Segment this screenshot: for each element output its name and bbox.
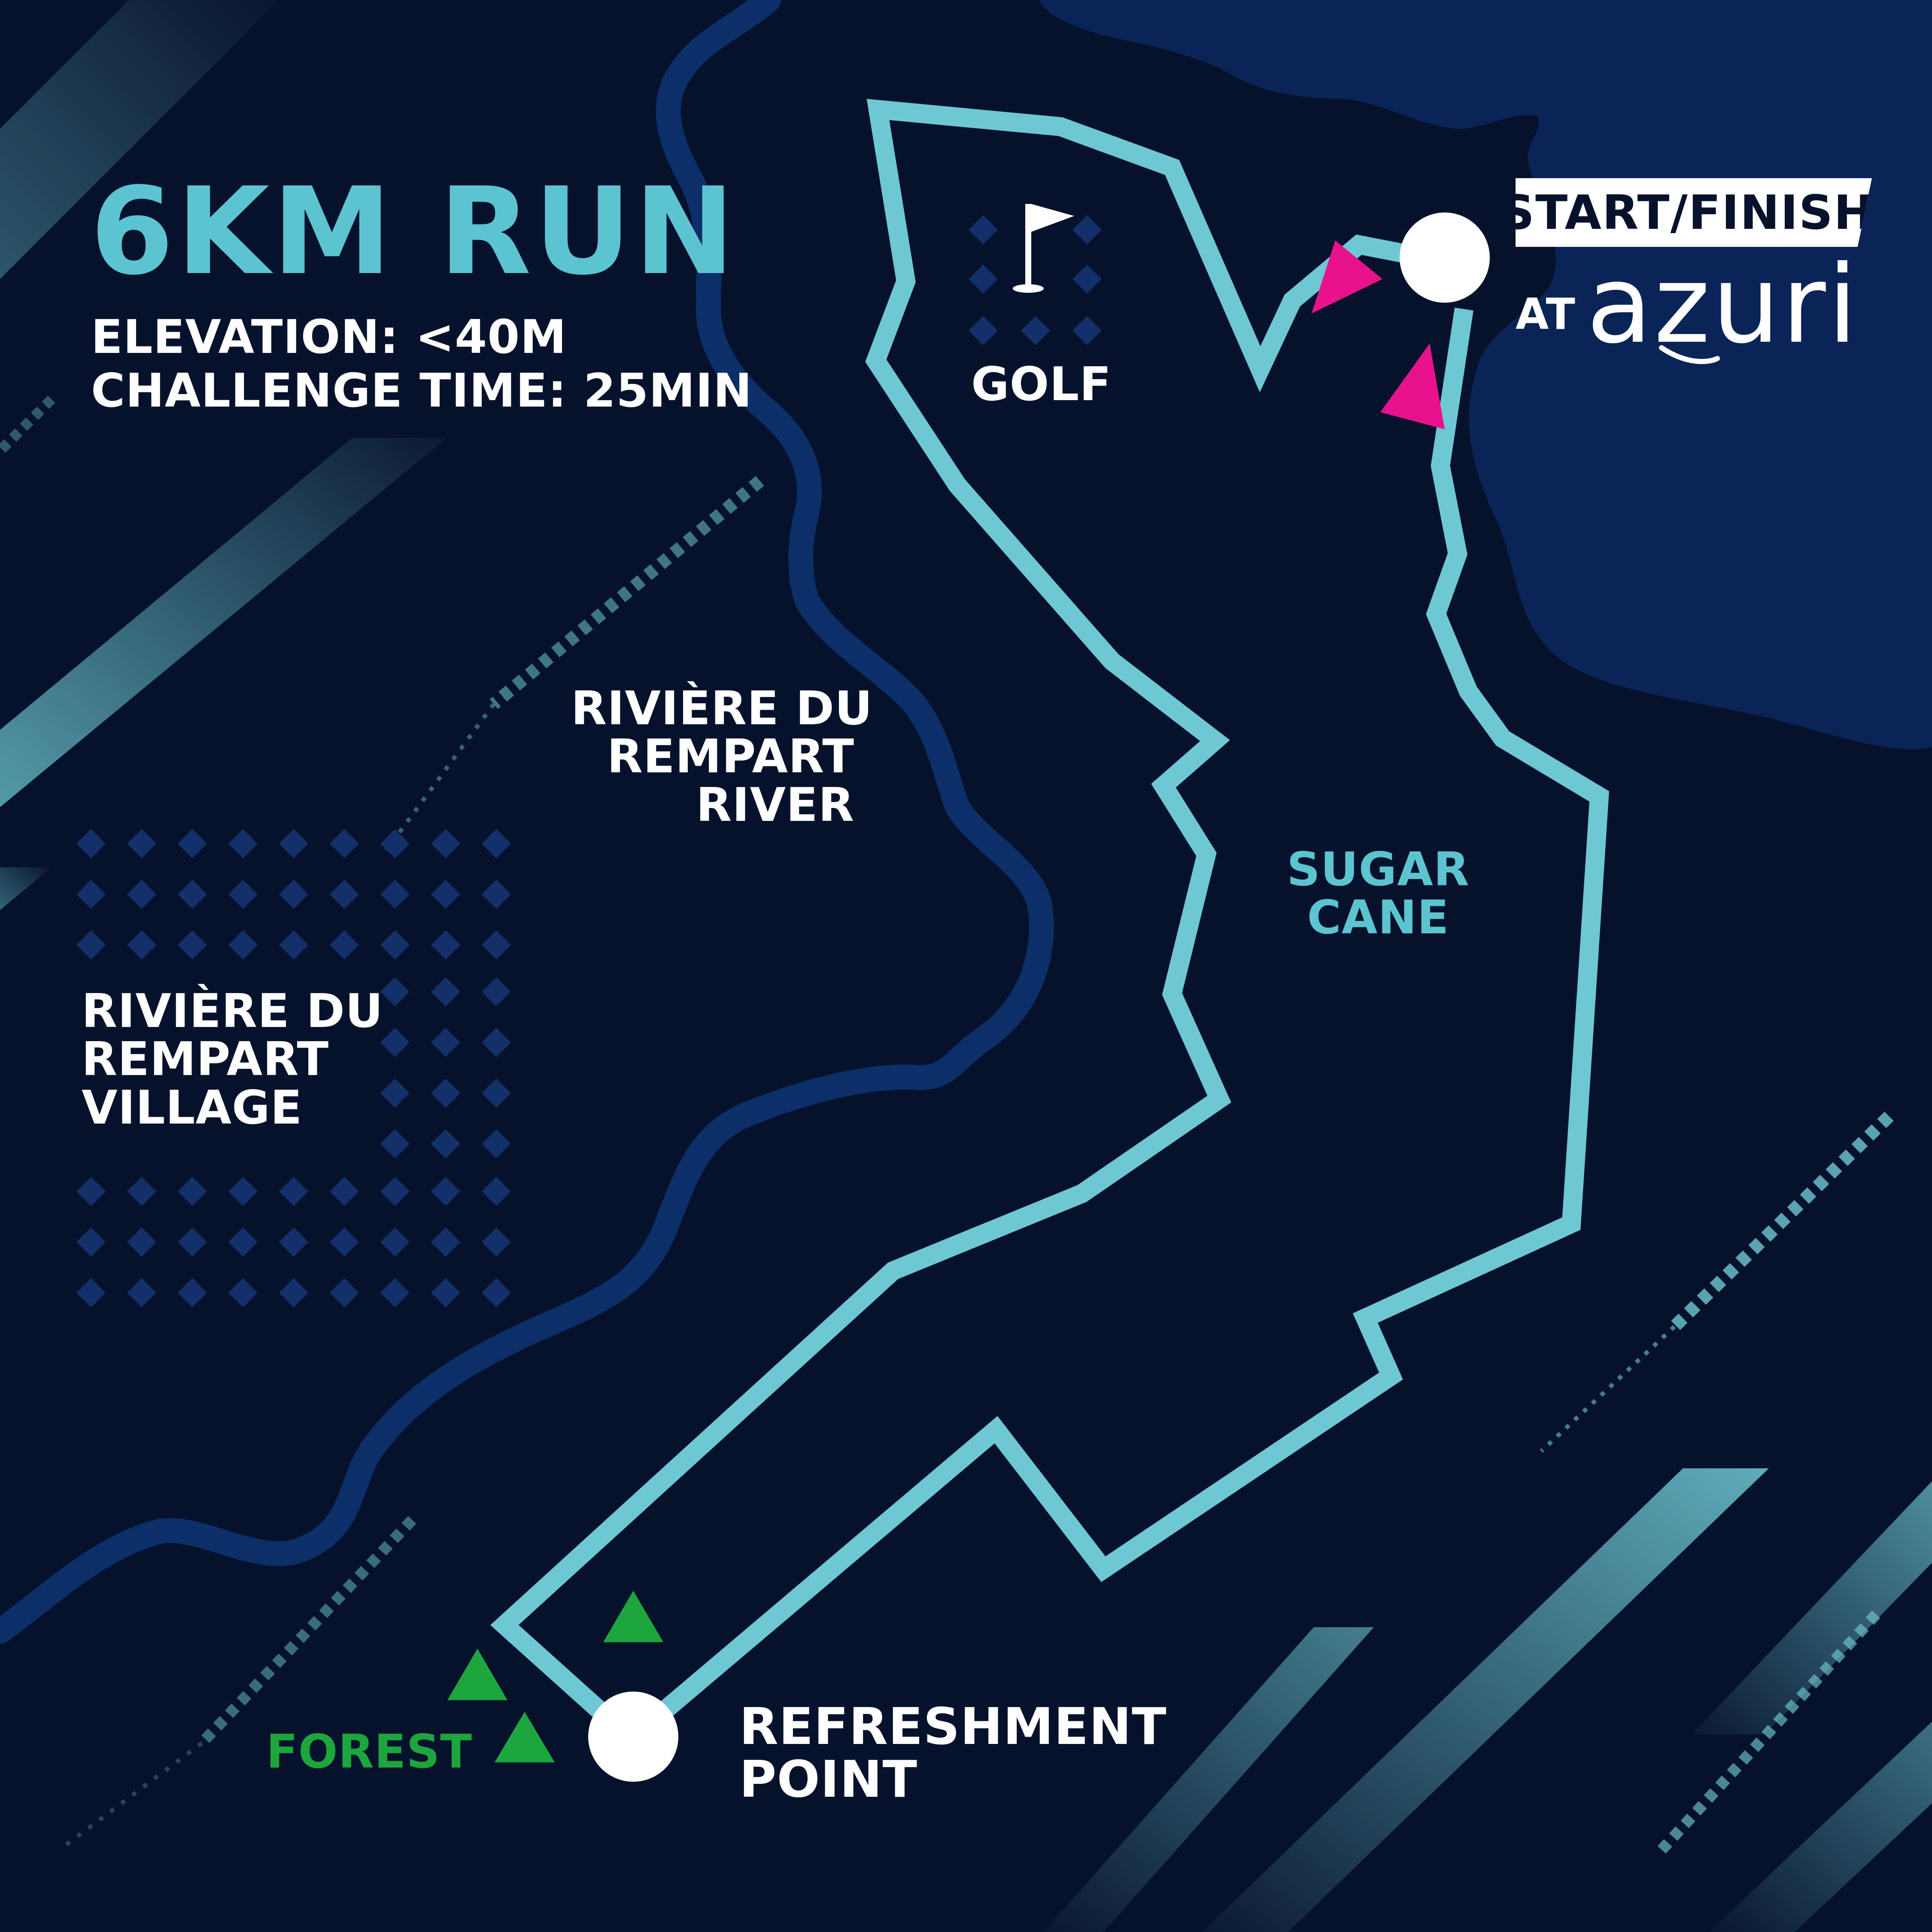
challenge-time-text: CHALLENGE TIME: 25MIN — [91, 364, 753, 418]
pattern-diamond — [482, 1129, 511, 1158]
pattern-diamond — [380, 930, 410, 960]
pattern-diamond — [279, 1227, 308, 1257]
page-title: 6KM RUN — [90, 162, 738, 302]
pattern-diamond — [178, 880, 207, 909]
pattern-diamond — [431, 1177, 460, 1206]
start-finish-badge: START/FINISH — [1516, 178, 1872, 247]
pattern-diamond — [127, 880, 156, 909]
at-label: AT — [1516, 289, 1576, 339]
pattern-diamond — [178, 930, 207, 960]
pattern-diamond — [380, 1129, 410, 1158]
pattern-diamond — [76, 1278, 106, 1307]
pattern-diamond — [127, 1227, 156, 1257]
pattern-diamond — [330, 880, 359, 909]
pattern-diamond — [482, 1177, 511, 1206]
pattern-diamond — [330, 1278, 359, 1307]
sea-area — [1039, 0, 1932, 750]
pattern-diamond — [431, 1028, 460, 1057]
pattern-diamond — [482, 1078, 511, 1108]
pattern-diamond — [969, 316, 998, 345]
pattern-diamond — [127, 1177, 156, 1206]
brand-logo: azuri — [1586, 242, 1859, 367]
pattern-diamond — [380, 977, 410, 1006]
start-finish-label: START/FINISH — [1500, 185, 1874, 240]
pattern-diamond — [380, 1177, 410, 1206]
pattern-diamond — [76, 829, 106, 858]
running-route — [490, 99, 1609, 1752]
pattern-diamond — [482, 880, 511, 909]
village-label: RIVIÈRE DU REMPART VILLAGE — [82, 984, 383, 1135]
pattern-diamond — [1072, 316, 1102, 345]
pattern-diamond — [228, 1278, 258, 1307]
forest-tree-icon — [447, 1591, 663, 1762]
river — [0, 0, 1054, 1644]
pattern-diamond — [380, 829, 410, 858]
pattern-diamond — [228, 1177, 258, 1206]
pattern-diamond — [380, 1227, 410, 1257]
pattern-diamond — [279, 880, 308, 909]
pattern-diamond — [127, 1278, 156, 1307]
pattern-diamond — [279, 1278, 308, 1307]
pattern-diamond — [76, 1177, 106, 1206]
pattern-diamond — [380, 1028, 410, 1057]
sugar-cane-label: SUGAR CANE — [1287, 843, 1470, 945]
pattern-diamond — [431, 1278, 460, 1307]
pattern-diamond — [482, 977, 511, 1006]
golf-flag-icon — [1013, 204, 1074, 293]
pattern-diamond — [380, 880, 410, 909]
pattern-diamond — [431, 1129, 460, 1158]
pattern-diamond — [330, 930, 359, 960]
pattern-diamond — [431, 1078, 460, 1108]
pattern-diamond — [279, 829, 308, 858]
refreshment-point-label: REFRESHMENT POINT — [739, 1697, 1167, 1809]
forest-label: FOREST — [266, 1725, 472, 1779]
pattern-diamond — [279, 930, 308, 960]
pattern-diamond — [228, 880, 258, 909]
diamond-pattern — [76, 215, 1102, 1307]
start-finish-marker[interactable] — [1400, 213, 1490, 303]
pattern-diamond — [178, 1227, 207, 1257]
pattern-diamond — [330, 1177, 359, 1206]
pattern-diamond — [482, 1227, 511, 1257]
pattern-diamond — [431, 1227, 460, 1257]
pattern-diamond — [127, 930, 156, 960]
pattern-diamond — [279, 1177, 308, 1206]
pattern-diamond — [482, 930, 511, 960]
pattern-diamond — [178, 1278, 207, 1307]
pattern-diamond — [380, 1078, 410, 1108]
pattern-diamond — [1072, 264, 1102, 294]
pattern-diamond — [431, 977, 460, 1006]
pattern-diamond — [228, 930, 258, 960]
pattern-diamond — [228, 1227, 258, 1257]
dotted-lines — [0, 395, 1894, 1859]
pattern-diamond — [330, 829, 359, 858]
pattern-diamond — [969, 264, 998, 294]
pattern-diamond — [482, 829, 511, 858]
pattern-diamond — [178, 1177, 207, 1206]
river-label: RIVIÈRE DU REMPART RIVER — [571, 682, 873, 832]
pattern-diamond — [1072, 215, 1102, 244]
golf-label: GOLF — [971, 358, 1112, 411]
pattern-diamond — [1021, 316, 1050, 345]
pattern-diamond — [482, 1278, 511, 1307]
pattern-diamond — [431, 880, 460, 909]
brand-swoosh — [1659, 345, 1720, 365]
pattern-diamond — [76, 930, 106, 960]
pattern-diamond — [228, 829, 258, 858]
pattern-diamond — [482, 1028, 511, 1057]
pattern-diamond — [380, 1278, 410, 1307]
refreshment-point-marker[interactable] — [588, 1692, 678, 1782]
pattern-diamond — [969, 215, 998, 244]
elevation-text: ELEVATION: <40M — [91, 310, 567, 364]
pattern-diamond — [76, 880, 106, 909]
pattern-diamond — [330, 1227, 359, 1257]
pattern-diamond — [178, 829, 207, 858]
pattern-diamond — [127, 829, 156, 858]
pattern-diamond — [431, 829, 460, 858]
direction-arrow-icon — [1312, 240, 1445, 429]
pattern-diamond — [76, 1227, 106, 1257]
pattern-diamond — [431, 930, 460, 960]
